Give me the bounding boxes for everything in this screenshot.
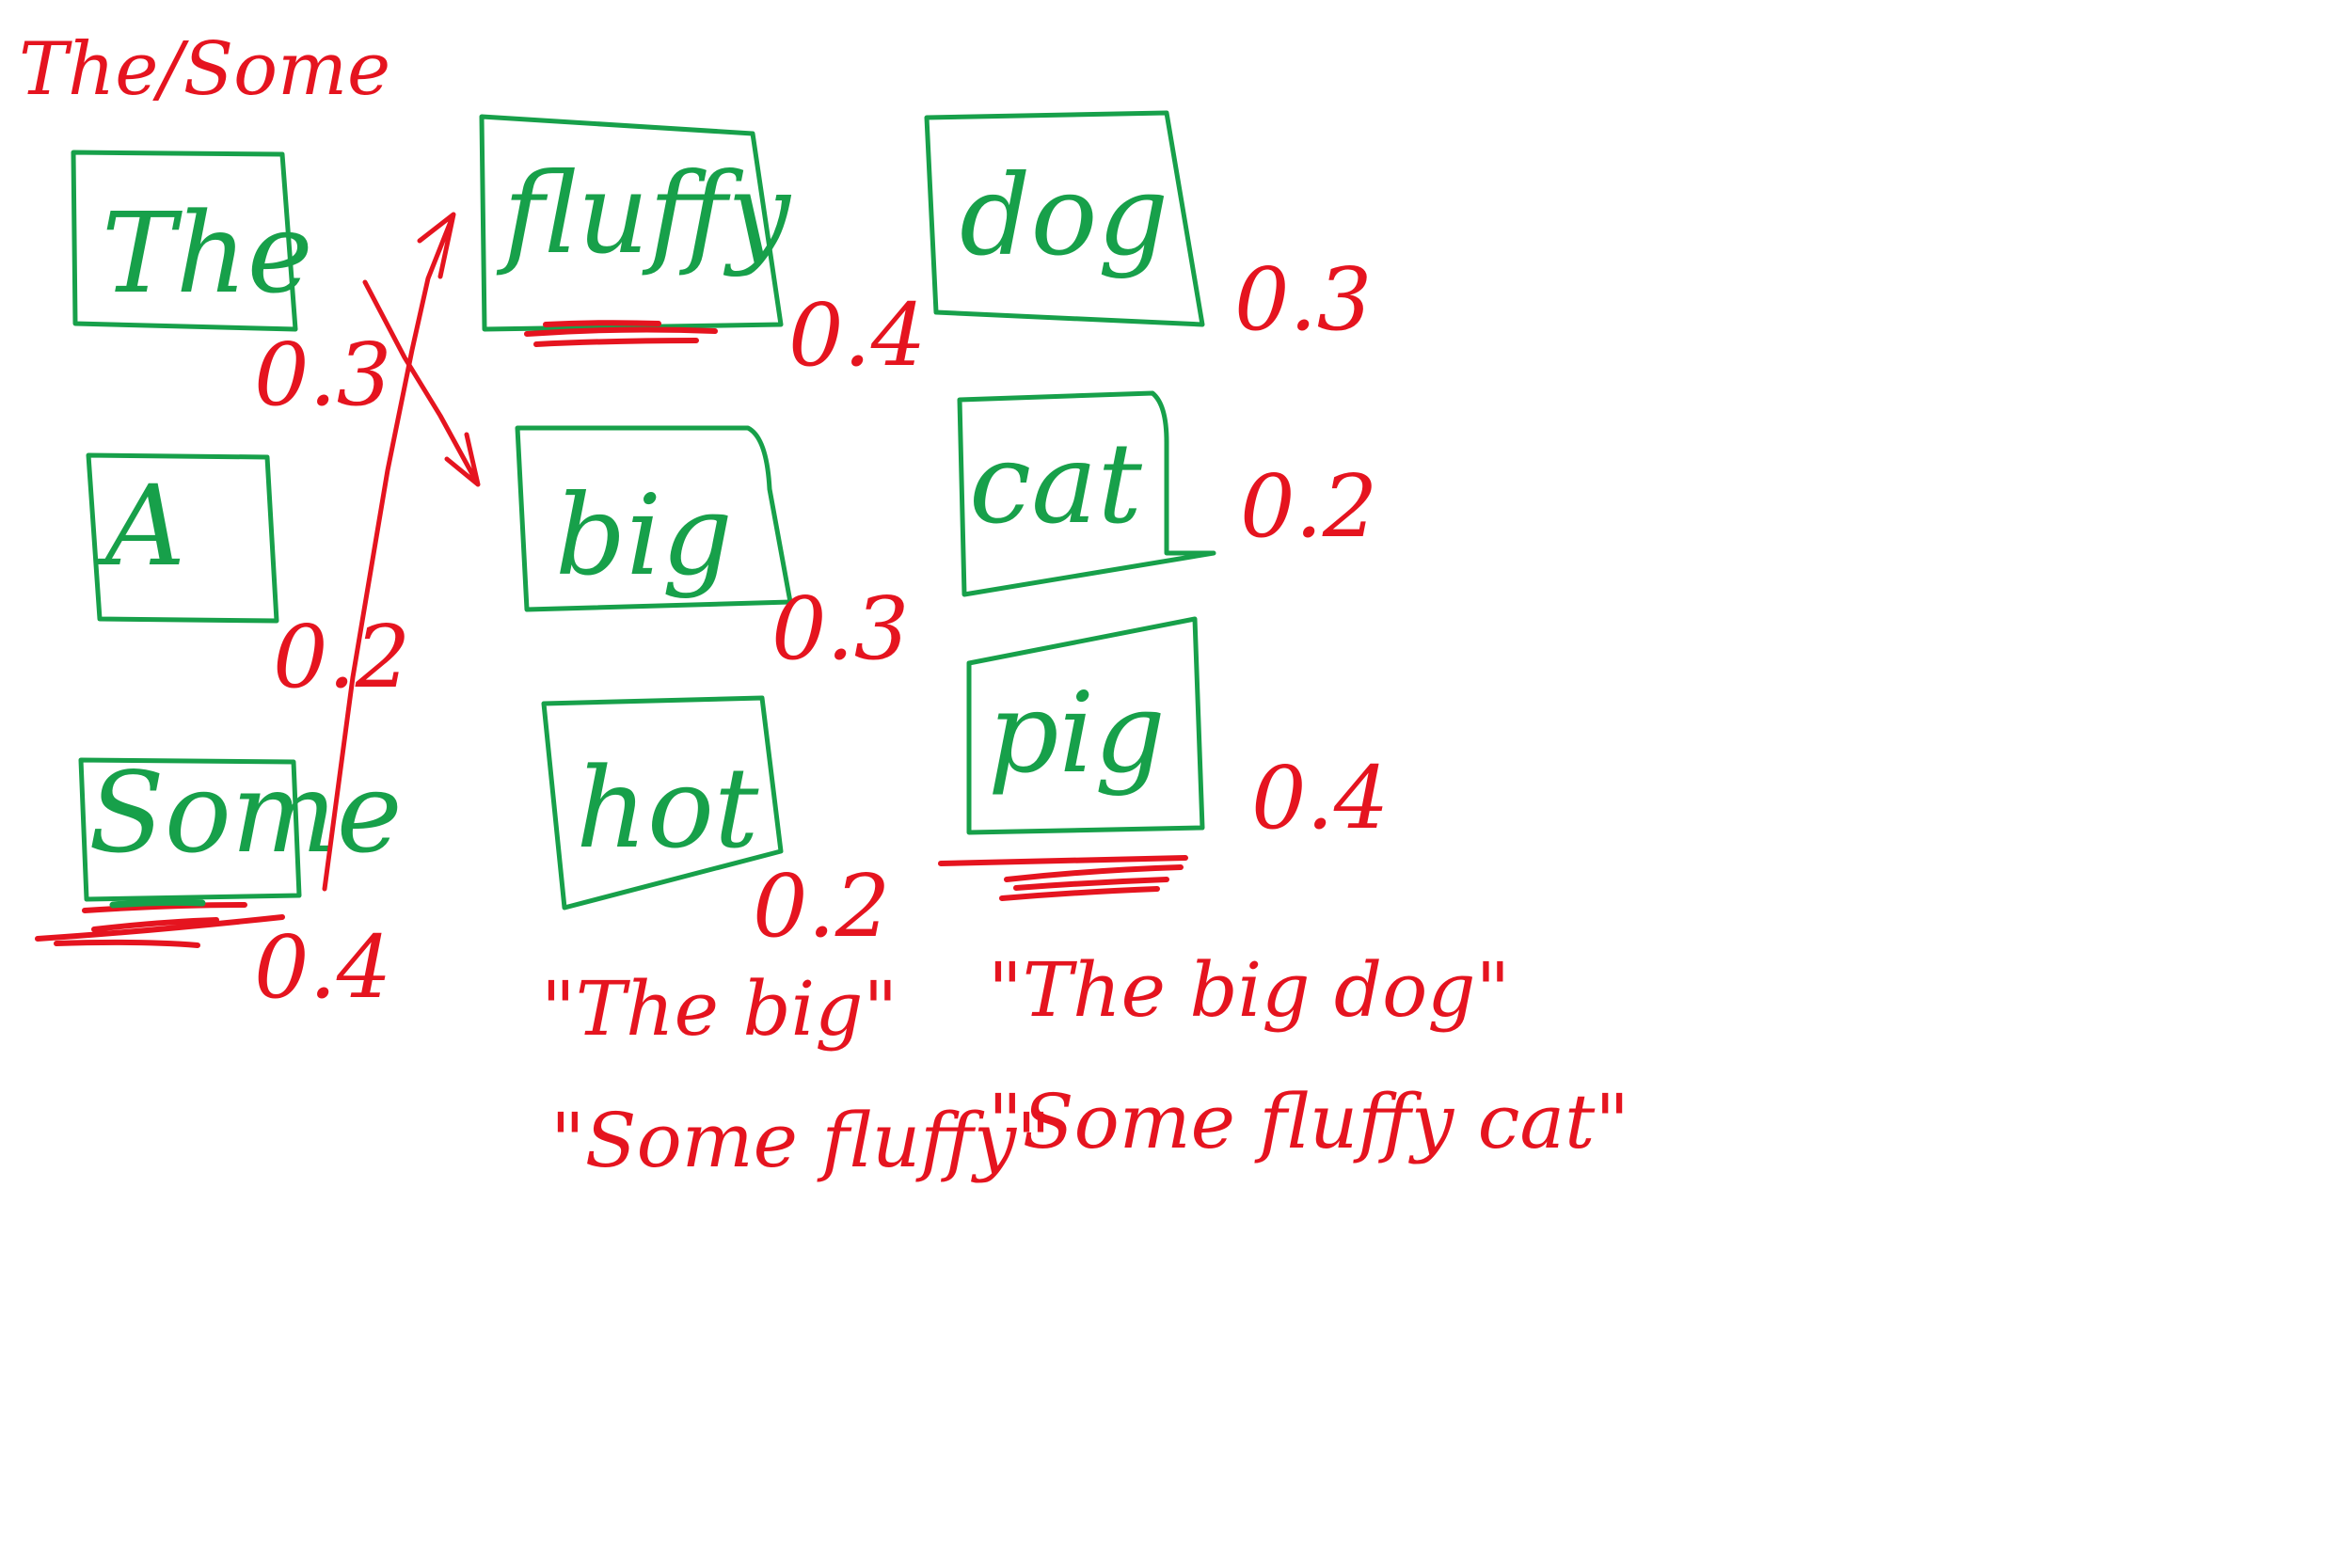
token-word: fluffy (496, 149, 791, 278)
token-box (479, 114, 784, 332)
token-word: The (102, 188, 313, 318)
token-prob: 0.3 (771, 578, 909, 679)
candidate-phrase: "Some fluffy cat" (988, 1078, 1629, 1165)
token-word: dog (960, 150, 1168, 280)
selection-scribble (938, 855, 1188, 901)
arrow-some-to-fluffy (322, 212, 456, 892)
selection-scribble (524, 320, 718, 347)
token-box (957, 390, 1216, 597)
candidate-phrase: "The big dog" (988, 946, 1510, 1034)
header-note: The/Some (19, 27, 390, 112)
token-box (86, 452, 279, 624)
token-box (541, 695, 784, 911)
selection-scribble-green (109, 898, 206, 909)
token-prob: 0.2 (273, 607, 410, 707)
token-prob: 0.3 (1234, 249, 1372, 350)
token-box (78, 757, 302, 902)
token-word: cat (969, 419, 1142, 548)
token-prob: 0.4 (254, 917, 391, 1018)
token-box (966, 616, 1205, 835)
token-box (924, 110, 1205, 327)
token-prob: 0.3 (254, 325, 391, 425)
token-prob: 0.4 (788, 285, 926, 386)
column-3: dog 0.3 cat 0.2 pig 0.4 "The big dog" "S… (924, 110, 1629, 1165)
token-prob: 0.2 (753, 856, 890, 957)
column-2: fluffy 0.4 big 0.3 hot 0.2 "The big" "So… (479, 114, 1051, 1184)
token-word: Some (88, 748, 403, 878)
token-box (515, 425, 793, 612)
candidate-phrase: "The big" (541, 965, 898, 1053)
token-word: A (97, 461, 185, 591)
column-1: The 0.3 A 0.2 Some 0.4 (35, 150, 410, 1018)
token-word: big (555, 470, 733, 600)
token-prob: 0.2 (1240, 456, 1377, 557)
selection-scribble (35, 902, 285, 948)
token-word: pig (988, 668, 1166, 798)
token-word: hot (576, 743, 759, 873)
token-box (71, 150, 298, 332)
token-prob: 0.4 (1251, 748, 1389, 848)
candidate-phrase: "Some fluffy" (550, 1097, 1051, 1184)
arrow-the-to-big (362, 279, 481, 487)
